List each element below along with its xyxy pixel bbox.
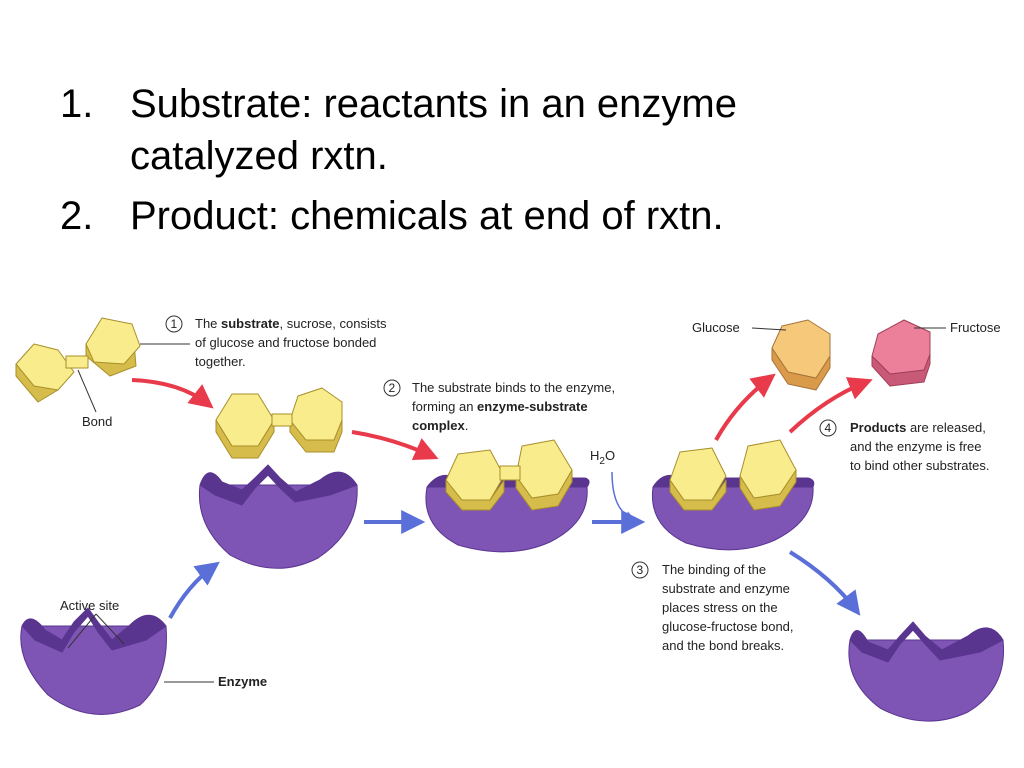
step-2-line-3: complex. — [412, 418, 468, 433]
water-o: O — [605, 448, 615, 463]
leader-active-site-a — [67, 613, 97, 649]
enzyme-upper — [198, 464, 358, 569]
step-1-caption: 1 The substrate, sucrose, consists of gl… — [165, 315, 387, 369]
arrow-enzyme-release — [788, 550, 861, 616]
step-1-line-1: The substrate, sucrose, consists — [195, 316, 387, 331]
substrate-bound-stressed — [669, 439, 797, 511]
bullet-line: catalyzed rxtn. — [130, 134, 388, 178]
water-subscript: 2 — [599, 456, 605, 467]
step-3-line-1: The binding of the — [662, 562, 766, 577]
arrow-glucose-release — [714, 373, 776, 441]
step-1-number: 1 — [171, 317, 178, 331]
leader-active-site-b — [95, 613, 125, 645]
step-4-line-3: to bind other substrates. — [850, 458, 989, 473]
bullet-number: 2. — [60, 194, 94, 238]
step-3-line-3: places stress on the — [662, 600, 778, 615]
label-bond: Bond — [82, 414, 112, 429]
bullet-number: 1. — [60, 82, 94, 126]
step-1-line-3: together. — [195, 354, 246, 369]
enzyme-released — [848, 621, 1005, 722]
step-4-number: 4 — [825, 421, 832, 435]
arrow-water — [611, 471, 635, 520]
substrate-bound-complex — [445, 439, 573, 511]
bullet-item-substrate: 1. Substrate: reactants in an enzyme cat… — [60, 78, 960, 182]
water-h: H — [590, 448, 599, 463]
step-2-line-2: forming an enzyme-substrate — [412, 399, 588, 414]
label-enzyme: Enzyme — [218, 674, 267, 689]
bullet-text: Substrate: reactants in an enzyme cataly… — [130, 78, 960, 182]
label-glucose: Glucose — [692, 320, 740, 335]
step-2-caption: 2 The substrate binds to the enzyme, for… — [383, 379, 615, 433]
product-glucose — [771, 319, 831, 391]
leader-glucose — [751, 327, 787, 331]
arrow-enzyme-up — [168, 561, 220, 619]
label-fructose: Fructose — [950, 320, 1001, 335]
label-active-site: Active site — [60, 598, 119, 613]
bullet-text: Product: chemicals at end of rxtn. — [130, 194, 724, 238]
step-3-line-2: substrate and enzyme — [662, 581, 790, 596]
substrate-sucrose-free — [15, 317, 141, 413]
step-3-line-4: glucose-fructose bond, — [662, 619, 794, 634]
step-3-caption: 3 The binding of the substrate and enzym… — [631, 561, 794, 653]
product-fructose — [871, 319, 931, 387]
step-4-caption: 4 Products are released, and the enzyme … — [819, 419, 989, 473]
enzyme-free-bottom — [20, 607, 167, 715]
step-2-number: 2 — [389, 381, 396, 395]
step-4-line-1: Products are released, — [850, 420, 986, 435]
step-2-line-1: The substrate binds to the enzyme, — [412, 380, 615, 395]
bullet-line: Substrate: reactants in an enzyme — [130, 82, 737, 126]
bullet-list: 1. Substrate: reactants in an enzyme cat… — [60, 78, 960, 250]
arrow-step2 — [351, 430, 439, 461]
bullet-item-product: 2. Product: chemicals at end of rxtn. — [60, 190, 960, 242]
step-1-line-2: of glucose and fructose bonded — [195, 335, 376, 350]
label-water: H2O — [590, 448, 615, 467]
step-4-line-2: and the enzyme is free — [850, 439, 982, 454]
substrate-sucrose-approaching — [215, 387, 343, 459]
step-3-number: 3 — [637, 563, 644, 577]
arrow-step1 — [131, 378, 214, 409]
arrow-fructose-release — [788, 377, 873, 434]
step-3-line-5: and the bond breaks. — [662, 638, 784, 653]
